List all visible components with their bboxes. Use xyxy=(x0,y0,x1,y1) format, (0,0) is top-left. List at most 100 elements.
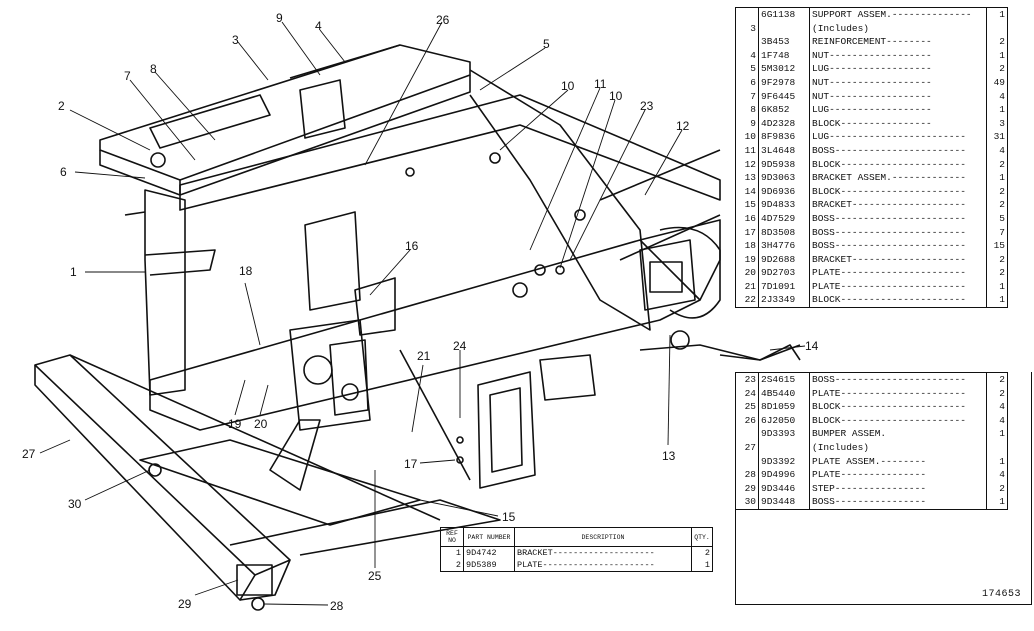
quantity-cell: 2 xyxy=(999,158,1005,170)
description-cell: PLATE---------------------- xyxy=(514,559,692,572)
part-number-cell: 4B5440 xyxy=(758,386,810,401)
quantity-cell: 4 xyxy=(999,401,1005,413)
quantity-cell: 2 xyxy=(999,63,1005,75)
quantity-cell: 7 xyxy=(999,226,1005,238)
part-number-cell: 3H4776 xyxy=(758,239,810,253)
callout-24: 24 xyxy=(453,339,467,353)
part-number-cell: 2S4615 xyxy=(758,372,810,387)
description-cell: PLATE ASSEM.-------- xyxy=(809,454,987,469)
part-number-cell: 9D2703 xyxy=(758,266,810,280)
description-cell: BRACKET-------------------- xyxy=(809,198,987,212)
quantity-cell: 2 xyxy=(999,267,1005,279)
callout-16: 16 xyxy=(405,239,419,253)
ref-cell: 26 xyxy=(735,413,759,428)
callout-11: 11 xyxy=(594,77,607,91)
parts-row: 9D3392 PLATE ASSEM.--------1 xyxy=(735,454,1008,469)
description-cell: BLOCK---------------------- xyxy=(809,293,987,308)
description-cell: SUPPORT ASSEM.-------------- xyxy=(809,7,987,22)
part-number-cell: 9D2688 xyxy=(758,252,810,267)
ref-cell: 3 xyxy=(735,21,759,36)
description-cell: (Includes) xyxy=(809,440,987,455)
ref-cell: 1 xyxy=(440,546,464,559)
part-number-cell: 9F2978 xyxy=(758,75,810,90)
callout-21: 21 xyxy=(417,349,431,363)
callout-19: 19 xyxy=(228,417,242,431)
part-number-cell: 8D1059 xyxy=(758,400,810,414)
part-number-cell: 3B453 xyxy=(758,35,810,49)
description-cell: LUG------------------ xyxy=(809,103,987,117)
description-cell: NUT------------------ xyxy=(809,89,987,104)
ref-cell: 7 xyxy=(735,89,759,104)
callout-12: 12 xyxy=(676,119,690,133)
quantity-cell: 2 xyxy=(999,185,1005,197)
ref-cell xyxy=(735,7,759,22)
ref-cell: 13 xyxy=(735,171,759,185)
parts-row: 27 (Includes) xyxy=(735,440,1008,455)
description-cell: REINFORCEMENT-------- xyxy=(809,35,987,49)
callout-26: 26 xyxy=(436,13,450,27)
part-number-cell xyxy=(758,21,810,36)
description-cell: (Includes) xyxy=(809,21,987,36)
description-cell: BOSS----------------------- xyxy=(809,225,987,240)
callout-4: 4 xyxy=(315,19,322,33)
callout-30: 30 xyxy=(68,497,82,511)
header-part-number: PART NUMBER xyxy=(463,527,515,547)
ref-cell: 29 xyxy=(735,481,759,496)
description-cell: BLOCK---------------------- xyxy=(809,400,987,414)
description-cell: BLOCK---------------------- xyxy=(809,184,987,199)
quantity-cell: 2 xyxy=(999,253,1005,265)
description-cell: PLATE---------------------- xyxy=(809,266,987,280)
ref-cell: 19 xyxy=(735,252,759,267)
quantity-cell: 4 xyxy=(999,414,1005,426)
description-cell: NUT------------------ xyxy=(809,48,987,63)
ref-cell: 30 xyxy=(735,495,759,510)
callout-29: 29 xyxy=(178,597,192,611)
description-cell: BRACKET ASSEM.------------- xyxy=(809,171,987,185)
part-number-cell: 9D4742 xyxy=(463,546,515,559)
quantity-cell xyxy=(987,22,1008,36)
description-cell: STEP---------------- xyxy=(809,481,987,496)
quantity-cell: 1 xyxy=(999,172,1005,184)
description-cell: BOSS----------------------- xyxy=(809,239,987,253)
quantity-cell: 4 xyxy=(999,90,1005,102)
ref-cell: 24 xyxy=(735,386,759,401)
part-number-cell: 7D1091 xyxy=(758,279,810,294)
callout-1: 1 xyxy=(70,265,77,279)
quantity-cell: 1 xyxy=(999,496,1005,508)
quantity-cell: 2 xyxy=(999,374,1005,385)
description-cell: PLATE--------------- xyxy=(809,468,987,482)
quantity-cell: 1 xyxy=(999,280,1005,292)
description-cell: BRACKET-------------------- xyxy=(809,252,987,267)
ref-cell xyxy=(735,454,759,469)
callout-27: 27 xyxy=(22,447,36,461)
part-number-cell: 9D5389 xyxy=(463,559,515,572)
part-number-cell: 8F9836 xyxy=(758,130,810,144)
ref-cell: 4 xyxy=(735,48,759,63)
callout-13: 13 xyxy=(662,449,676,463)
callout-10b: 10 xyxy=(609,89,623,103)
quantity-cell: 4 xyxy=(999,469,1005,481)
quantity-cell: 1 xyxy=(999,9,1005,20)
ref-cell: 12 xyxy=(735,157,759,172)
ref-cell: 9 xyxy=(735,116,759,131)
description-cell: BLOCK---------------------- xyxy=(809,157,987,172)
callout-10a: 10 xyxy=(561,79,575,93)
